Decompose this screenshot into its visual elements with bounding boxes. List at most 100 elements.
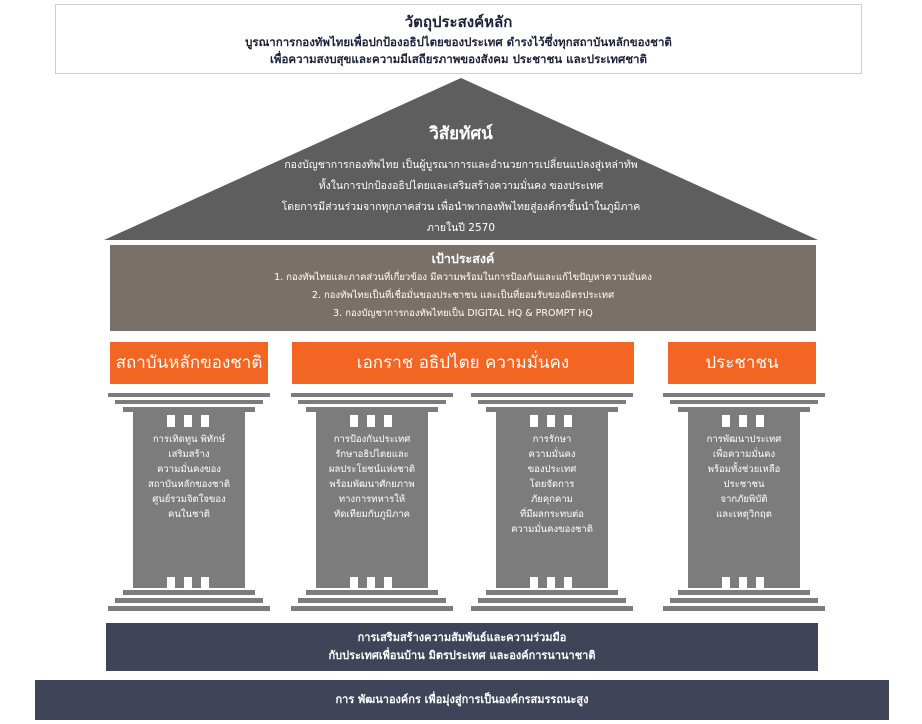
pillar-3-line: ความมั่นคงของชาติ [511,524,593,535]
pillar-1-base-low [108,606,270,611]
pillar-3-flute-top-3 [564,415,572,427]
pillar-4-base-mid [670,598,818,603]
pillar-2-base-low [291,606,453,611]
pillar-3-flute-top-1 [530,415,538,427]
header-national-institutions: สถาบันหลักของชาติ [110,342,268,384]
pillar-3-flute-bottom-3 [564,577,572,588]
pillar-3-base-top [486,590,618,595]
pillar-4-text: การพัฒนาประเทศ เพื่อความมั่นคง พร้อมทั้ง… [688,432,800,522]
pillar-1-flute-top-2 [184,415,192,427]
pillar-1-flute-bottom-1 [167,577,175,588]
roof-triangle [104,78,818,240]
pillar-4-flute-top-3 [756,415,764,427]
goals-band: เป้าประสงค์ 1. กองทัพไทยและภาคส่วนที่เกี… [110,245,816,331]
pillar-3-line: ภัยคุกคาม [531,494,573,505]
pillar-2-line: ทางการทหารให้ [338,494,406,505]
pillar-1-flute-top-1 [167,415,175,427]
pillar-2-line: รักษาอธิปไตยและ [335,449,409,460]
pillar-1-capital-mid [115,400,263,404]
vision-line-1: กองบัญชาการกองทัพไทย เป็นผู้บูรณาการและอ… [284,159,638,171]
goal-item-3: 3. กองบัญชาการกองทัพไทยเป็น DIGITAL HQ &… [333,308,593,319]
pillar-3-line: ของประเทศ [527,464,577,475]
pillar-3-line: โดยจัดการ [529,479,575,490]
pillar-2-flute-top-3 [384,415,392,427]
pillar-2-base-top [306,590,438,595]
pillar-4-flute-bottom-3 [756,577,764,588]
pillar-3-base-low [471,606,633,611]
pillar-2-text: การป้องกันประเทศ รักษาอธิปไตยและ ผลประโย… [316,432,428,522]
pillar-2-line: ผลประโยชน์แห่งชาติ [328,464,416,475]
main-objective-line-1: บูรณาการกองทัพไทยเพื่อปกป้องอธิปไตยของปร… [245,35,672,49]
pillar-4-capital-low [678,407,810,412]
cooperation-line-1: การเสริมสร้างความสัมพันธ์และความร่วมมือ [357,631,567,644]
pillar-4-capital-top [663,393,825,397]
goal-item-2: 2. กองทัพไทยเป็นที่เชื่อมั่นของประชาชน แ… [311,290,615,301]
pillar-2-flute-bottom-2 [367,577,375,588]
vision-line-2: ทั้งในการปกป้องอธิปไตยและเสริมสร้างความม… [318,180,604,192]
pillar-4-line: ประชาชน [723,479,765,490]
cooperation-band: การเสริมสร้างความสัมพันธ์และความร่วมมือ … [106,623,818,671]
pillar-1-line: เสริมสร้าง [168,449,210,460]
vision-text: กองบัญชาการกองทัพไทย เป็นผู้บูรณาการและอ… [240,155,682,239]
pillar-1-base-top [123,590,255,595]
pillar-4-flute-top-1 [722,415,730,427]
pillar-3-shaft [496,412,608,588]
pillar-2-line: พร้อมพัฒนาศักยภาพ [329,479,415,490]
pillar-2-capital-top [291,393,453,397]
pillar-3-capital-low [486,407,618,412]
pillar-1-text: การเทิดทูน พิทักษ์ เสริมสร้าง ความมั่นคง… [133,432,245,522]
pillar-4-flute-top-2 [739,415,747,427]
pillar-3-base-mid [478,598,626,603]
pillar-1-flute-bottom-3 [201,577,209,588]
pillar-3-flute-bottom-2 [547,577,555,588]
pillars-group [108,393,825,611]
goals-title: เป้าประสงค์ [431,251,495,266]
organization-development-band: การ พัฒนาองค์กร เพื่อมุ่งสู่การเป็นองค์ก… [35,680,889,720]
main-objective-title: วัตถุประสงค์หลัก [404,13,513,31]
pillar-4-flute-bottom-2 [739,577,747,588]
pillar-4-line: จากภัยพิบัติ [720,494,768,505]
pillar-3-line: ที่มีผลกระทบต่อ [519,509,585,520]
main-objective-box: วัตถุประสงค์หลัก บูรณาการกองทัพไทยเพื่อป… [55,4,862,74]
pillar-1-line: ศูนย์รวมจิตใจของ [152,494,226,505]
main-objective-line-2: เพื่อความสงบสุขและความมีเสถียรภาพของสังค… [270,52,647,66]
pillar-3-capital-top [471,393,633,397]
pillar-1-capital-low [123,407,255,412]
pillar-1-line: สถาบันหลักของชาติ [147,479,231,490]
pillar-2-capital-mid [298,400,446,404]
pillar-1-base-mid [115,598,263,603]
vision-title: วิสัยทัศน์ [429,124,493,144]
pillar-4-shaft [688,412,800,588]
pillar-4-line: การพัฒนาประเทศ [706,434,782,445]
pillar-2-flute-bottom-3 [384,577,392,588]
pillar-4-base-low [663,606,825,611]
pillar-2-capital-low [306,407,438,412]
pillar-2-base-mid [298,598,446,603]
pillar-1-shaft [133,412,245,588]
pillar-4-base-top [678,590,810,595]
pillar-2-flute-top-1 [350,415,358,427]
header-people: ประชาชน [668,342,816,384]
goal-item-1: 1. กองทัพไทยและภาคส่วนที่เกี่ยวข้อง มีคว… [274,272,652,283]
pillar-1-flute-top-3 [201,415,209,427]
pillar-4-capital-mid [670,400,818,404]
pillar-2-flute-top-2 [367,415,375,427]
pillar-3-line: ความมั่นคง [528,449,576,460]
pillar-2-shaft [316,412,428,588]
pillar-3-line: การรักษา [532,434,572,445]
pillar-1-line: การเทิดทูน พิทักษ์ [152,434,226,445]
pillar-3-text: การรักษา ความมั่นคง ของประเทศ โดยจัดการ … [496,432,608,537]
pillar-4-line: และเหตุวิกฤต [716,509,772,520]
pillar-4-line: เพื่อความมั่นคง [712,449,776,460]
pillar-2-flute-bottom-1 [350,577,358,588]
header-sovereignty-security: เอกราช อธิปไตย ความมั่นคง [292,342,634,384]
pillar-2-line: การป้องกันประเทศ [333,434,411,445]
pillar-4-line: พร้อมทั้งช่วยเหลือ [707,464,781,475]
pillar-4-flute-bottom-1 [722,577,730,588]
pillar-1-flute-bottom-2 [184,577,192,588]
pillar-3-capital-mid [478,400,626,404]
pillar-3-flute-bottom-1 [530,577,538,588]
vision-line-4: ภายในปี 2570 [427,222,495,234]
cooperation-line-2: กับประเทศเพื่อนบ้าน มิตรประเทศ และองค์กา… [328,649,596,662]
